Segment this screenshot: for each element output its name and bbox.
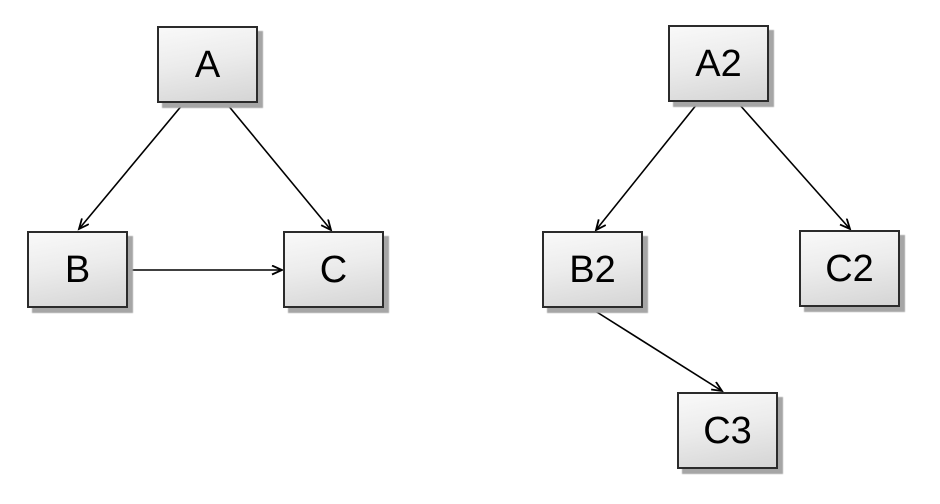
- node-A[interactable]: A: [157, 26, 258, 103]
- node-label: C: [319, 248, 348, 291]
- node-C3[interactable]: C3: [677, 392, 778, 469]
- node-label: A2: [695, 42, 742, 85]
- node-label: B2: [569, 248, 616, 291]
- edge-A-to-C: [226, 103, 331, 230]
- edge-A2-to-B2: [596, 103, 698, 230]
- node-C2[interactable]: C2: [799, 230, 900, 307]
- node-label: A: [194, 43, 221, 86]
- node-label: B: [64, 248, 91, 291]
- edge-A2-to-C2: [738, 103, 850, 229]
- edge-A-to-B: [79, 103, 184, 229]
- node-A2[interactable]: A2: [668, 25, 769, 102]
- node-label: C2: [825, 247, 874, 290]
- node-C[interactable]: C: [283, 231, 384, 308]
- edges-group: [79, 103, 850, 391]
- node-label: C3: [703, 409, 752, 452]
- edge-B2-to-C3: [591, 308, 722, 391]
- node-B[interactable]: B: [27, 231, 128, 308]
- node-B2[interactable]: B2: [542, 231, 643, 308]
